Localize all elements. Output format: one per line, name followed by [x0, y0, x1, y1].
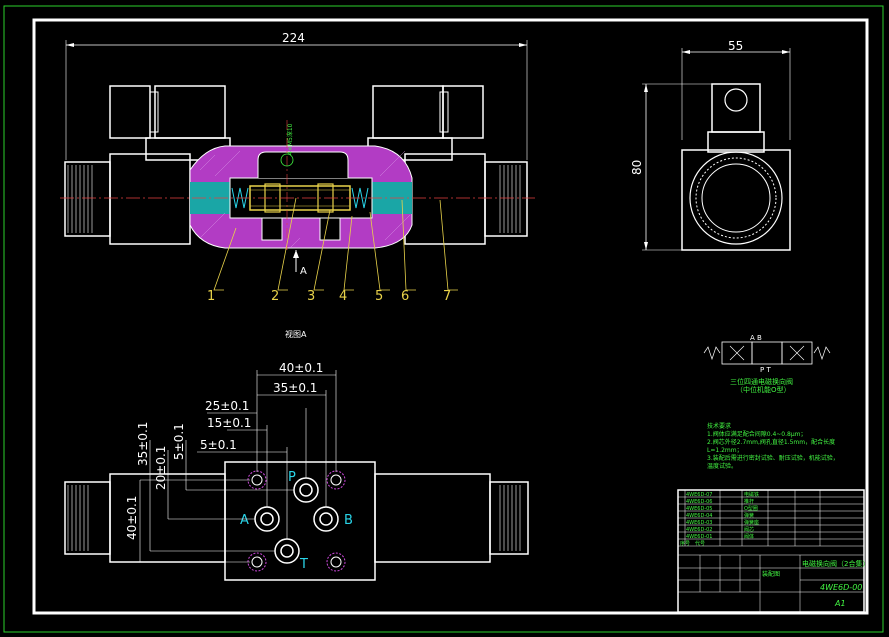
- tech-req-line-5: 温度试验。: [707, 462, 737, 470]
- part-code-7: 4WE6D-07: [686, 492, 712, 498]
- symbol-ab: A B: [750, 334, 762, 342]
- port-a-label: A: [240, 513, 249, 528]
- thread-note: 4×M5深10: [286, 123, 294, 155]
- port-p-label: P: [288, 470, 296, 485]
- header-code: 代号: [695, 540, 705, 547]
- dim-d5: 5±0.1: [200, 438, 237, 452]
- outer-frame: [3, 5, 884, 633]
- dim-v40: 40±0.1: [125, 496, 139, 540]
- side-view: 55 80: [630, 39, 791, 251]
- dim-v35: 35±0.1: [136, 422, 150, 466]
- callout-1: 1: [207, 289, 215, 304]
- dim-v20: 20±0.1: [154, 446, 168, 490]
- callout-5: 5: [375, 289, 383, 304]
- view-a-bottom: P A B T 40±0.1 35±0.1 25±0.1 15±0.1 5±0.…: [64, 361, 529, 581]
- symbol-pt: P T: [760, 366, 771, 374]
- tech-req-line-3: L=1.2mm；: [707, 447, 743, 454]
- tech-req-line-1: 1.阀体应满足配合间隙0.4~0.8μm；: [707, 430, 807, 438]
- part-name-7: 电磁铁: [744, 491, 759, 498]
- part-name-1: 阀体: [744, 533, 754, 540]
- symbol-caption-2: （中位机能O型）: [736, 385, 791, 394]
- part-code-6: 4WE6D-06: [686, 499, 712, 505]
- callout-2: 2: [271, 289, 279, 304]
- part-name-4: 弹簧: [744, 512, 754, 519]
- arrow-a-label: A: [300, 266, 307, 277]
- title-block: 4WE6D-07 电磁铁 4WE6D-06 推杆 4WE6D-05 O型圈 4W…: [677, 489, 869, 613]
- tech-req-title: 技术要求: [707, 422, 731, 430]
- company-label: 装配图: [762, 570, 780, 578]
- part-name-2: 阀芯: [744, 526, 754, 533]
- front-section-view: 224: [60, 31, 535, 304]
- symbol-caption-1: 三位四通电磁换向阀: [730, 377, 793, 386]
- port-t-label: T: [299, 557, 308, 572]
- tech-req-line-4: 3.装配后需进行密封试验、耐压试验，机能试验，: [707, 454, 839, 462]
- callout-6: 6: [401, 289, 409, 304]
- view-a-label: 视图A: [285, 329, 307, 339]
- dim-d15: 15±0.1: [207, 416, 251, 430]
- inner-frame: [32, 18, 869, 615]
- part-code-3: 4WE6D-03: [686, 520, 712, 526]
- dim-overall-length: 224: [282, 31, 305, 45]
- callout-4: 4: [339, 289, 347, 304]
- dim-d40: 40±0.1: [279, 361, 323, 375]
- dim-side-height: 80: [630, 160, 644, 175]
- part-name-6: 推杆: [744, 498, 754, 505]
- drawing-number: 4WE6D-00: [820, 583, 862, 592]
- part-code-1: 4WE6D-01: [686, 534, 712, 540]
- drawing-title: 电磁换向阀（2合集）: [802, 559, 869, 568]
- part-code-2: 4WE6D-02: [686, 527, 712, 533]
- hydraulic-symbol: A B P T 三位四通电磁换向阀 （中位机能O型）: [703, 334, 831, 394]
- dim-side-width: 55: [728, 39, 743, 53]
- callout-7: 7: [443, 289, 451, 304]
- tech-req-line-2: 2.阀芯外径2.7mm,阀孔直径1.5mm，配合长度: [707, 438, 835, 446]
- port-b-label: B: [344, 513, 353, 528]
- dim-d25: 25±0.1: [205, 399, 249, 413]
- part-code-5: 4WE6D-05: [686, 506, 712, 512]
- dim-v5: 5±0.1: [172, 423, 186, 460]
- part-code-4: 4WE6D-04: [686, 513, 712, 519]
- tech-requirements: 技术要求 1.阀体应满足配合间隙0.4~0.8μm； 2.阀芯外径2.7mm,阀…: [707, 422, 839, 470]
- callout-3: 3: [307, 289, 315, 304]
- sheet-size: A1: [834, 599, 846, 608]
- part-name-5: O型圈: [744, 505, 758, 512]
- part-name-3: 弹簧座: [744, 519, 759, 526]
- header-seq: 序号: [680, 540, 690, 547]
- dim-d35: 35±0.1: [273, 381, 317, 395]
